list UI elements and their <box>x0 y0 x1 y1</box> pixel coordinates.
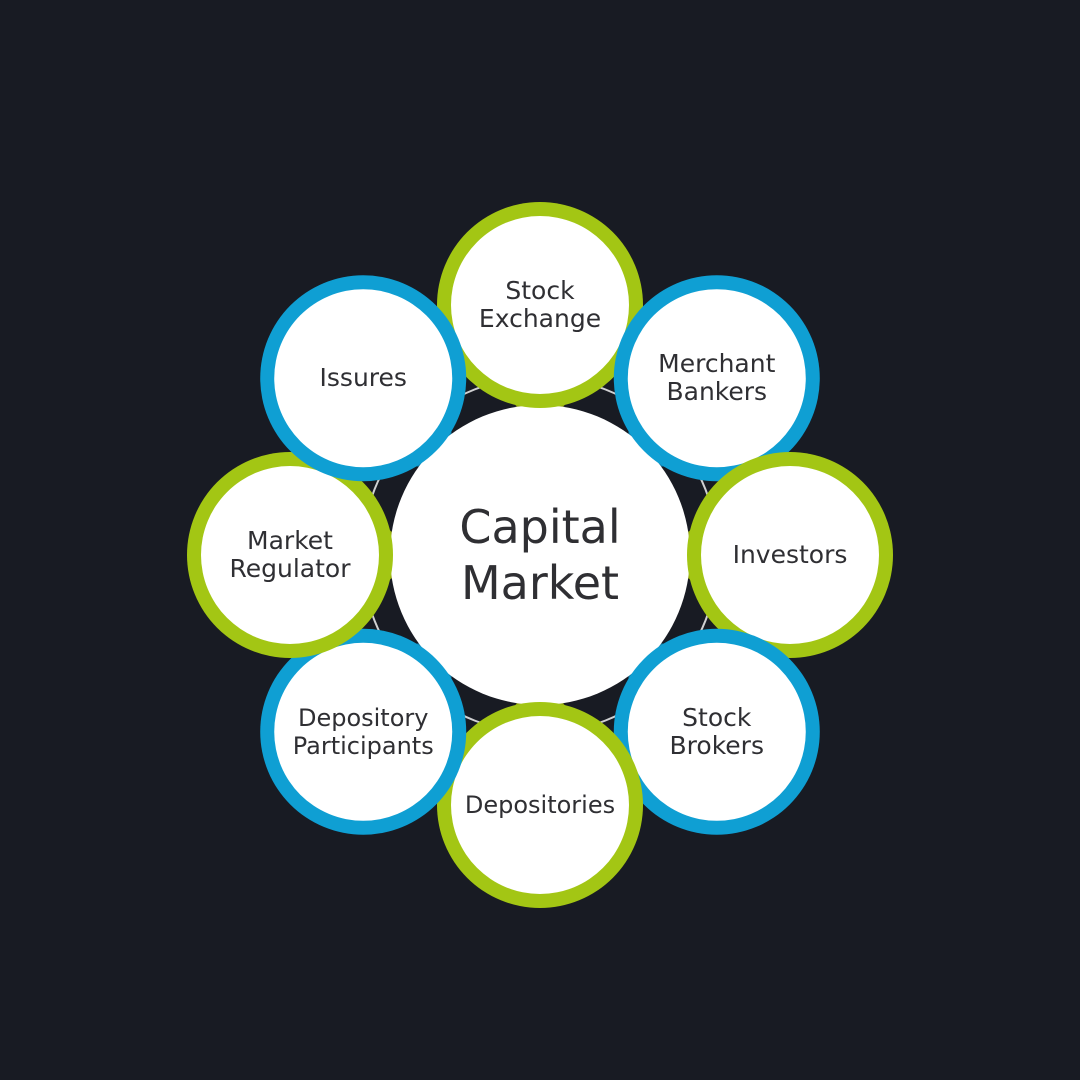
node-label-line: Bankers <box>666 377 768 407</box>
node-label-line: Stock <box>682 702 752 732</box>
node-face-depositories <box>451 716 629 894</box>
node-face-market-regulator <box>201 466 379 644</box>
center-title-line-2: Market <box>460 556 620 610</box>
node-face-depository-participants <box>274 642 453 821</box>
center-title-line-1: Capital <box>459 500 621 554</box>
node-circles <box>187 202 893 908</box>
node-label-line: Depositories <box>464 791 616 819</box>
node-face-merchant-bankers <box>627 289 806 468</box>
node-face-investors <box>701 466 879 644</box>
node-label-line: Merchant <box>658 349 776 379</box>
node-label-line: Participants <box>292 731 434 760</box>
center-title: Capital Market <box>390 405 690 705</box>
node-label-line: Stock <box>505 276 575 305</box>
node-depositories[interactable]: Depositories <box>450 745 630 865</box>
node-issures[interactable]: Issures <box>278 318 448 438</box>
node-face-stock-brokers <box>627 642 806 821</box>
node-label-line: Brokers <box>669 730 764 760</box>
node-label-line: Exchange <box>478 304 602 333</box>
node-face-stock-exchange <box>451 216 629 394</box>
node-label-line: Investors <box>732 540 848 569</box>
node-face-issures <box>274 289 453 468</box>
node-label-line: Depository <box>297 703 429 732</box>
node-label-line: Issures <box>319 363 407 393</box>
node-investors[interactable]: Investors <box>705 495 875 615</box>
center-circle <box>390 405 690 705</box>
node-label-line: Regulator <box>229 554 351 583</box>
node-label-line: Market <box>247 526 333 555</box>
